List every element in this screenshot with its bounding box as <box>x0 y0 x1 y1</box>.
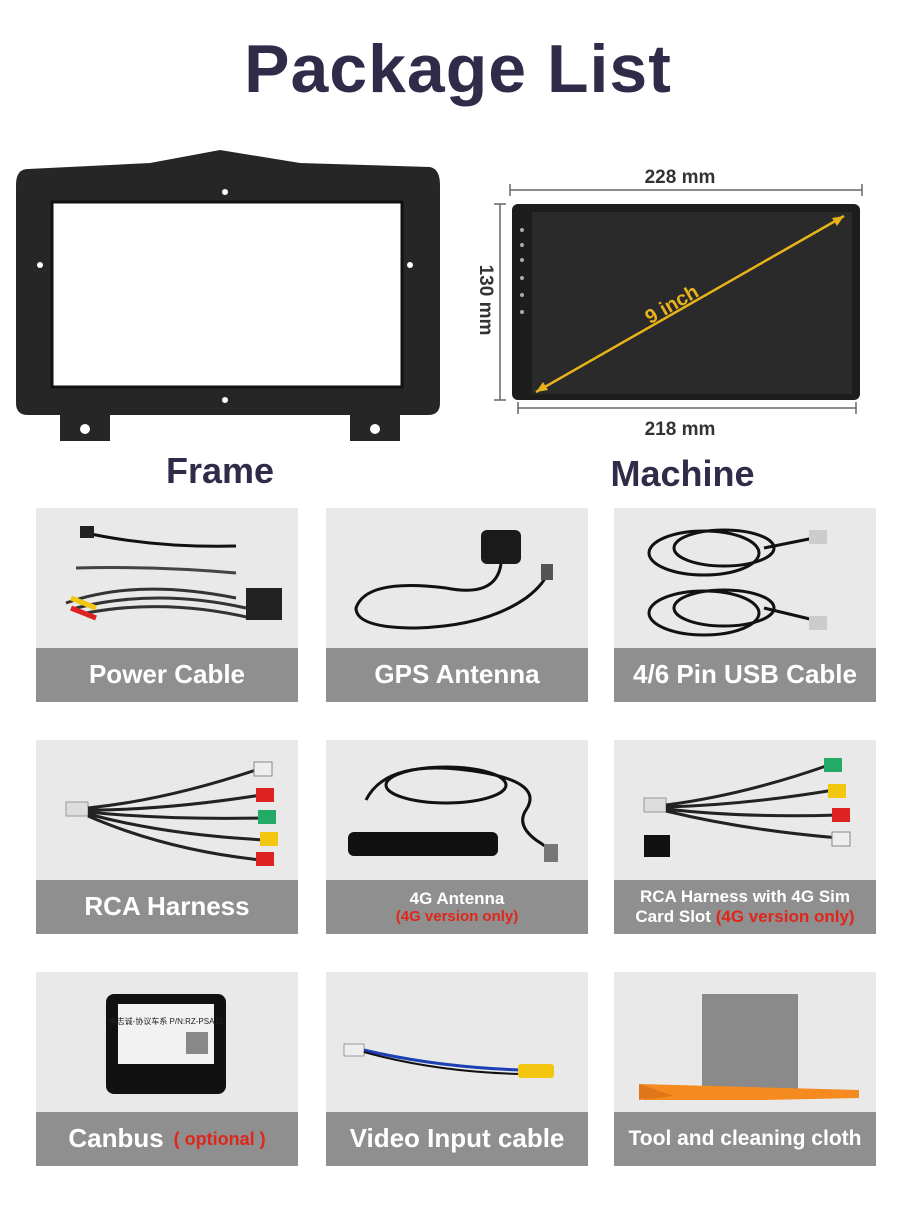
canbus-device-text: 睿志诚-协议车系 P/N:RZ-PSA15 <box>109 1016 224 1026</box>
machine-height: 130 mm <box>475 265 496 336</box>
canbus-image: 睿志诚-协议车系 P/N:RZ-PSA15 <box>36 972 298 1112</box>
item-usb-cable: 4/6 Pin USB Cable <box>614 508 876 702</box>
tool-cloth-image <box>614 972 876 1112</box>
machine-width-bottom: 218 mm <box>645 419 716 440</box>
machine-image: 228 mm 130 mm 9 inch 218 mm <box>470 160 890 450</box>
rca-harness-4g-label-box: RCA Harness with 4G Sim Card Slot (4G ve… <box>614 880 876 934</box>
page-title: Package List <box>244 31 672 107</box>
rca-harness-4g-image <box>614 740 876 880</box>
machine-width-top: 228 mm <box>645 167 716 188</box>
tool-cloth-label: Tool and cleaning cloth <box>614 1112 876 1166</box>
rca-harness-label: RCA Harness <box>36 880 298 934</box>
power-cable-label: Power Cable <box>36 648 298 702</box>
4g-antenna-label: 4G Antenna <box>409 888 505 908</box>
frame-image <box>10 145 446 445</box>
4g-antenna-image <box>326 740 588 880</box>
item-video-input-cable: Video Input cable <box>326 972 588 1166</box>
4g-antenna-label-box: 4G Antenna (4G version only) <box>326 880 588 934</box>
rca-harness-4g-label-line2: Card Slot <box>635 907 711 926</box>
item-gps-antenna: GPS Antenna <box>326 508 588 702</box>
video-input-cable-label: Video Input cable <box>326 1112 588 1166</box>
rca-harness-4g-label-line1: RCA Harness with 4G Sim <box>639 887 851 907</box>
gps-antenna-image <box>326 508 588 648</box>
power-cable-image <box>36 508 298 648</box>
item-canbus: 睿志诚-协议车系 P/N:RZ-PSA15 Canbus ( optional … <box>36 972 298 1166</box>
rca-harness-image <box>36 740 298 880</box>
item-4g-antenna: 4G Antenna (4G version only) <box>326 740 588 934</box>
canbus-label-box: Canbus ( optional ) <box>36 1112 298 1166</box>
item-tool-cloth: Tool and cleaning cloth <box>614 972 876 1166</box>
gps-antenna-label: GPS Antenna <box>326 648 588 702</box>
item-rca-harness-4g: RCA Harness with 4G Sim Card Slot (4G ve… <box>614 740 876 934</box>
4g-antenna-note: (4G version only) <box>395 908 519 926</box>
canbus-note: ( optional ) <box>173 1128 266 1149</box>
canbus-label: Canbus <box>68 1123 164 1154</box>
machine-caption: Machine <box>610 453 755 494</box>
usb-cable-image <box>614 508 876 648</box>
usb-cable-label: 4/6 Pin USB Cable <box>614 648 876 702</box>
frame-caption: Frame <box>165 450 275 491</box>
item-power-cable: Power Cable <box>36 508 298 702</box>
item-rca-harness: RCA Harness <box>36 740 298 934</box>
video-input-cable-image <box>326 972 588 1112</box>
rca-harness-4g-note: (4G version only) <box>715 907 855 926</box>
